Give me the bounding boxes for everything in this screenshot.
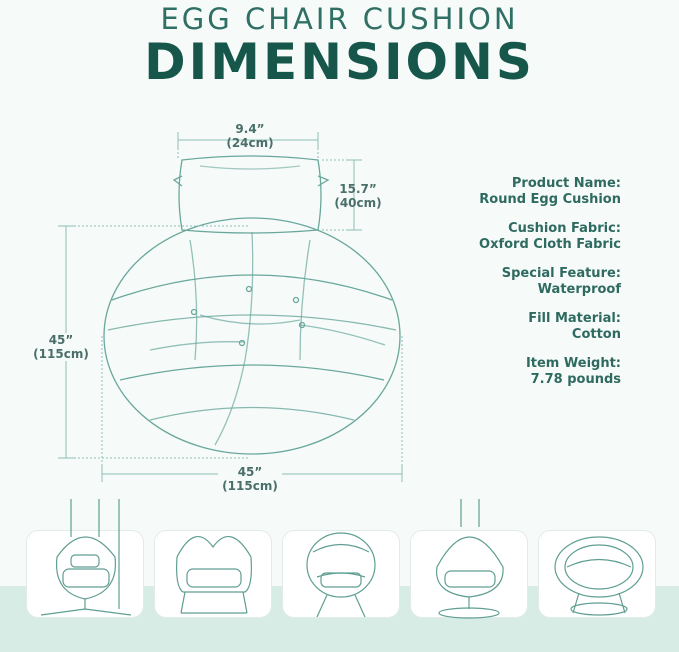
cushion-height-cm: (115cm) (33, 347, 89, 361)
pillow-width-value: 9.4” (235, 122, 265, 136)
cushion-width-value: 45” (237, 465, 263, 479)
title-top: EGG CHAIR CUSHION (160, 2, 519, 36)
pillow-height-value: 15.7” (339, 182, 377, 196)
spec-value: Oxford Cloth Fabric (479, 237, 621, 252)
thumb-lounge-chair (154, 530, 272, 618)
spec-value: Waterproof (537, 282, 621, 297)
cushion-height-value: 45” (48, 333, 74, 347)
spec-fill-material: Fill Material: Cotton (421, 311, 621, 343)
spec-value: Round Egg Cushion (479, 192, 621, 207)
spec-label: Fill Material: (528, 311, 621, 326)
spec-cushion-fabric: Cushion Fabric: Oxford Cloth Fabric (421, 221, 621, 253)
cushion-width-label: 45” (115cm) (218, 465, 282, 493)
lounge-egg-chair-icon (176, 536, 252, 614)
hanging-egg-chair-icon (40, 499, 132, 616)
cushion-width-cm: (115cm) (222, 479, 278, 493)
specs-list: Product Name: Round Egg Cushion Cushion … (421, 176, 621, 401)
stand-egg-chair-icon (436, 499, 504, 619)
pillow-height-cm: (40cm) (334, 196, 382, 210)
cushion-outline (103, 217, 401, 455)
cushion-height-label: 45” (115cm) (30, 333, 92, 361)
spec-value: 7.78 pounds (530, 372, 621, 387)
spec-special-feature: Special Feature: Waterproof (421, 266, 621, 298)
pillow-width-label: 9.4” (24cm) (218, 122, 282, 150)
pillow-outline (178, 155, 322, 234)
thumb-papasan-chair (538, 530, 656, 618)
title-main: DIMENSIONS (144, 33, 535, 91)
spec-label: Product Name: (511, 176, 621, 191)
spec-label: Item Weight: (525, 356, 621, 371)
spec-value: Cotton (571, 327, 621, 342)
pillow-height-label: 15.7” (40cm) (330, 182, 386, 210)
spec-item-weight: Item Weight: 7.78 pounds (421, 356, 621, 388)
papasan-chair-icon (554, 536, 644, 616)
thumb-stand-chair (410, 499, 528, 619)
wire-egg-chair-icon (306, 532, 376, 618)
spec-label: Special Feature: (501, 266, 621, 281)
thumb-hanging-chair (26, 499, 144, 618)
thumb-wire-chair (282, 530, 400, 618)
spec-product-name: Product Name: Round Egg Cushion (421, 176, 621, 208)
pillow-width-cm: (24cm) (226, 136, 274, 150)
spec-label: Cushion Fabric: (508, 221, 621, 236)
